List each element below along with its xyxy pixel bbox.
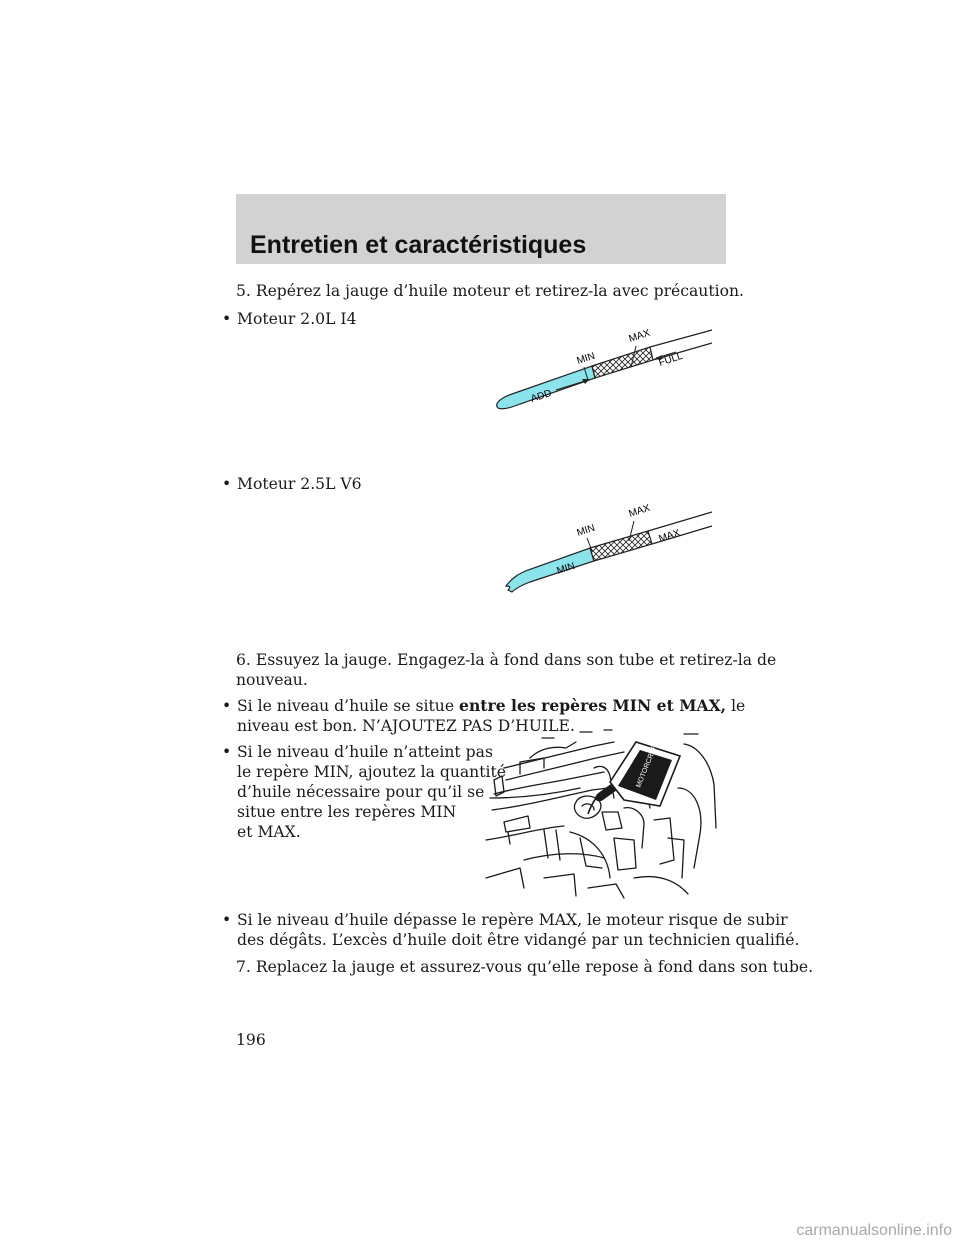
bullet-dot: • bbox=[222, 743, 232, 761]
step-6-line-1: 6. Essuyez la jauge. Engagez-la à fond d… bbox=[236, 651, 777, 669]
level-low-line: et MAX. bbox=[237, 823, 301, 841]
engine-25-label: Moteur 2.5L V6 bbox=[237, 475, 362, 493]
bullet-engine-25-v6: • Moteur 2.5L V6 bbox=[222, 474, 362, 494]
step-6-line-2: nouveau. bbox=[236, 671, 308, 689]
level-ok-emphasis: entre les repères MIN et MAX, bbox=[459, 696, 727, 715]
bullet-dot: • bbox=[222, 697, 232, 715]
stick-min-label: MIN bbox=[556, 561, 577, 577]
bullet-level-high: • Si le niveau d’huile dépasse le repère… bbox=[222, 910, 799, 950]
level-low-line: d’huile nécessaire pour qu’il se bbox=[237, 783, 485, 801]
page-number: 196 bbox=[236, 1031, 266, 1049]
min-mark-label: MIN bbox=[576, 351, 597, 367]
min-mark-label: MIN bbox=[576, 523, 597, 539]
step-5-text: 5. Repérez la jauge d’huile moteur et re… bbox=[236, 282, 744, 300]
bullet-level-low: • Si le niveau d’huile n’atteint pas le … bbox=[222, 742, 506, 842]
level-low-line: situe entre les repères MIN bbox=[237, 803, 457, 821]
section-header: Entretien et caractéristiques bbox=[236, 194, 726, 264]
bullet-dot: • bbox=[222, 911, 232, 929]
engine-20-label: Moteur 2.0L I4 bbox=[237, 310, 357, 328]
dipstick-blade bbox=[504, 511, 713, 593]
oil-bottle-icon: MOTORCRAFT bbox=[587, 740, 682, 815]
step-6-text: 6. Essuyez la jauge. Engagez-la à fond d… bbox=[236, 650, 776, 690]
max-mark-label: MAX bbox=[628, 503, 652, 520]
dipstick-blade bbox=[496, 329, 713, 410]
bullet-dot: • bbox=[222, 475, 232, 493]
add-arrow-icon bbox=[555, 379, 589, 391]
level-ok-prefix: Si le niveau d’huile se situe bbox=[237, 697, 460, 715]
bullet-engine-20-i4: • Moteur 2.0L I4 bbox=[222, 309, 357, 329]
stick-max-label: MAX bbox=[658, 528, 682, 545]
bullet-level-high-line-1: Si le niveau d’huile dépasse le repère M… bbox=[237, 911, 788, 929]
bullet-level-ok: • Si le niveau d’huile se situe entre le… bbox=[222, 696, 745, 736]
watermark: carmanualsonline.info bbox=[796, 1222, 952, 1239]
level-low-line: le repère MIN, ajoutez la quantité bbox=[237, 763, 506, 781]
dipstick-figure-20: MIN MAX ADD FULL bbox=[496, 328, 713, 410]
level-low-line: Si le niveau d’huile n’atteint pas bbox=[237, 743, 493, 761]
section-title: Entretien et caractéristiques bbox=[250, 231, 587, 259]
bullet-dot: • bbox=[222, 310, 232, 328]
max-mark-label: MAX bbox=[628, 328, 652, 345]
bullet-level-ok-line-1: Si le niveau d’huile se situe entre les … bbox=[237, 696, 745, 716]
bullet-level-high-line-2: des dégâts. L’excès d’huile doit être vi… bbox=[237, 931, 800, 949]
oil-filling-illustration: MOTORCRAFT bbox=[485, 729, 717, 899]
level-ok-suffix: le bbox=[726, 697, 746, 715]
bullet-level-ok-line-2: niveau est bon. N’AJOUTEZ PAS D’HUILE. bbox=[237, 717, 575, 735]
step-7-text: 7. Replacez la jauge et assurez-vous qu’… bbox=[236, 958, 814, 976]
dipstick-figure-25: MIN MAX MIN MAX bbox=[504, 503, 713, 593]
